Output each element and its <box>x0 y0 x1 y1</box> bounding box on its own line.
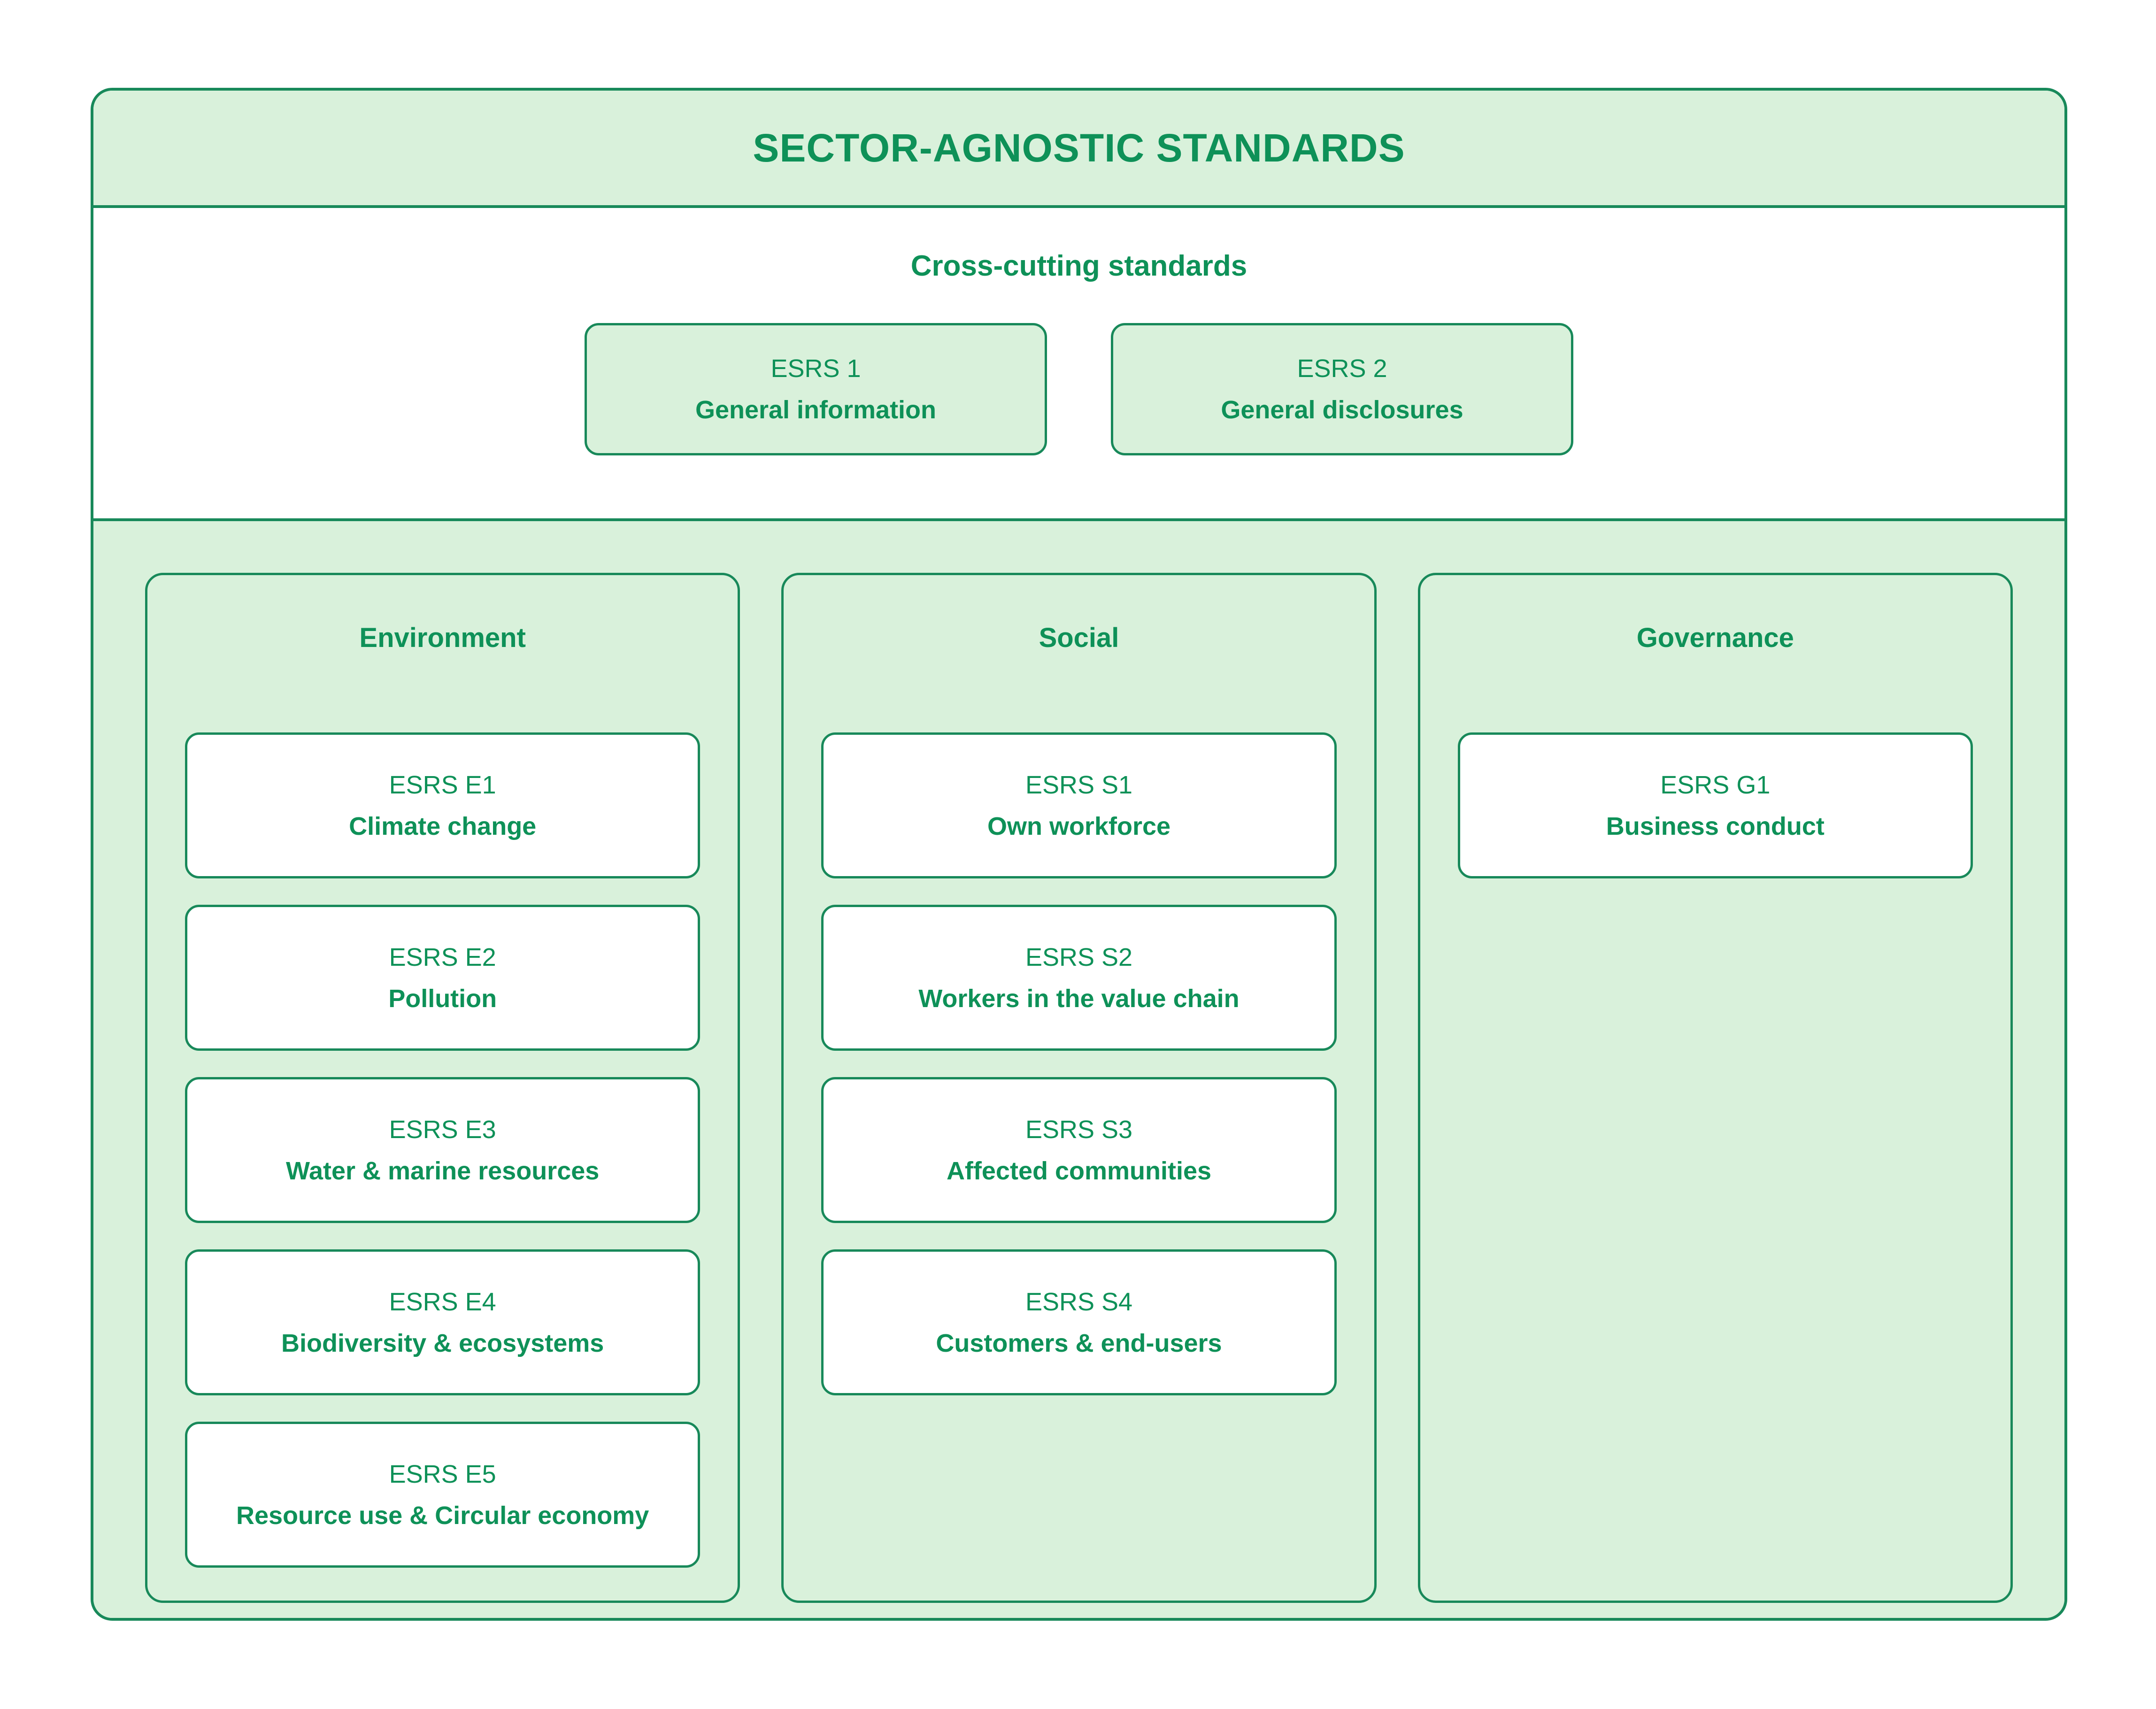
social-column: Social ESRS S1 Own workforce ESRS S2 Wor… <box>781 573 1377 1603</box>
standard-name: Biodiversity & ecosystems <box>281 1329 604 1357</box>
column-title: Social <box>1039 623 1119 653</box>
standard-card-esrs-2: ESRS 2 General disclosures <box>1111 323 1573 455</box>
topical-standards-section: Environment ESRS E1 Climate change ESRS … <box>93 521 2064 1618</box>
social-cards: ESRS S1 Own workforce ESRS S2 Workers in… <box>821 732 1337 1395</box>
standard-code: ESRS E4 <box>389 1287 496 1316</box>
standard-code: ESRS E1 <box>389 770 496 799</box>
standard-code: ESRS E3 <box>389 1115 496 1144</box>
standard-card-esrs-s4: ESRS S4 Customers & end-users <box>821 1249 1337 1395</box>
standard-code: ESRS G1 <box>1660 770 1771 799</box>
panel-header: SECTOR-AGNOSTIC STANDARDS <box>93 91 2064 208</box>
standard-card-esrs-1: ESRS 1 General information <box>585 323 1047 455</box>
standard-code: ESRS 1 <box>770 354 861 383</box>
standard-card-esrs-e1: ESRS E1 Climate change <box>185 732 701 878</box>
standard-code: ESRS S2 <box>1025 943 1133 971</box>
standard-card-esrs-s3: ESRS S3 Affected communities <box>821 1077 1337 1223</box>
standard-code: ESRS 2 <box>1297 354 1387 383</box>
standard-name: Climate change <box>349 812 537 840</box>
cross-cutting-heading: Cross-cutting standards <box>910 250 1247 282</box>
environment-column: Environment ESRS E1 Climate change ESRS … <box>145 573 740 1603</box>
standard-card-esrs-e2: ESRS E2 Pollution <box>185 905 701 1051</box>
cross-cutting-cards: ESRS 1 General information ESRS 2 Genera… <box>585 323 1573 455</box>
standard-name: Resource use & Circular economy <box>236 1501 649 1530</box>
cross-cutting-section: Cross-cutting standards ESRS 1 General i… <box>93 208 2064 521</box>
standard-name: General disclosures <box>1221 396 1463 424</box>
column-title: Governance <box>1636 623 1794 653</box>
standard-name: Business conduct <box>1606 812 1825 840</box>
standard-code: ESRS E5 <box>389 1460 496 1488</box>
standard-name: General information <box>695 396 937 424</box>
panel-title: SECTOR-AGNOSTIC STANDARDS <box>753 125 1405 170</box>
standard-name: Affected communities <box>946 1156 1212 1185</box>
standard-name: Workers in the value chain <box>918 984 1240 1013</box>
column-title: Environment <box>359 623 526 653</box>
standard-card-esrs-e3: ESRS E3 Water & marine resources <box>185 1077 701 1223</box>
standard-card-esrs-e4: ESRS E4 Biodiversity & ecosystems <box>185 1249 701 1395</box>
standard-card-esrs-e5: ESRS E5 Resource use & Circular economy <box>185 1422 701 1568</box>
governance-column: Governance ESRS G1 Business conduct <box>1417 573 2013 1603</box>
governance-cards: ESRS G1 Business conduct <box>1457 732 1973 878</box>
environment-cards: ESRS E1 Climate change ESRS E2 Pollution… <box>185 732 701 1568</box>
standard-name: Water & marine resources <box>286 1156 600 1185</box>
sector-agnostic-standards-panel: SECTOR-AGNOSTIC STANDARDS Cross-cutting … <box>91 88 2067 1621</box>
standard-card-esrs-s1: ESRS S1 Own workforce <box>821 732 1337 878</box>
standard-code: ESRS E2 <box>389 943 496 971</box>
standard-name: Own workforce <box>987 812 1171 840</box>
standard-card-esrs-s2: ESRS S2 Workers in the value chain <box>821 905 1337 1051</box>
standard-code: ESRS S4 <box>1025 1287 1133 1316</box>
standard-card-esrs-g1: ESRS G1 Business conduct <box>1457 732 1973 878</box>
standard-code: ESRS S3 <box>1025 1115 1133 1144</box>
standard-name: Customers & end-users <box>936 1329 1222 1357</box>
standard-code: ESRS S1 <box>1025 770 1133 799</box>
standard-name: Pollution <box>388 984 497 1013</box>
